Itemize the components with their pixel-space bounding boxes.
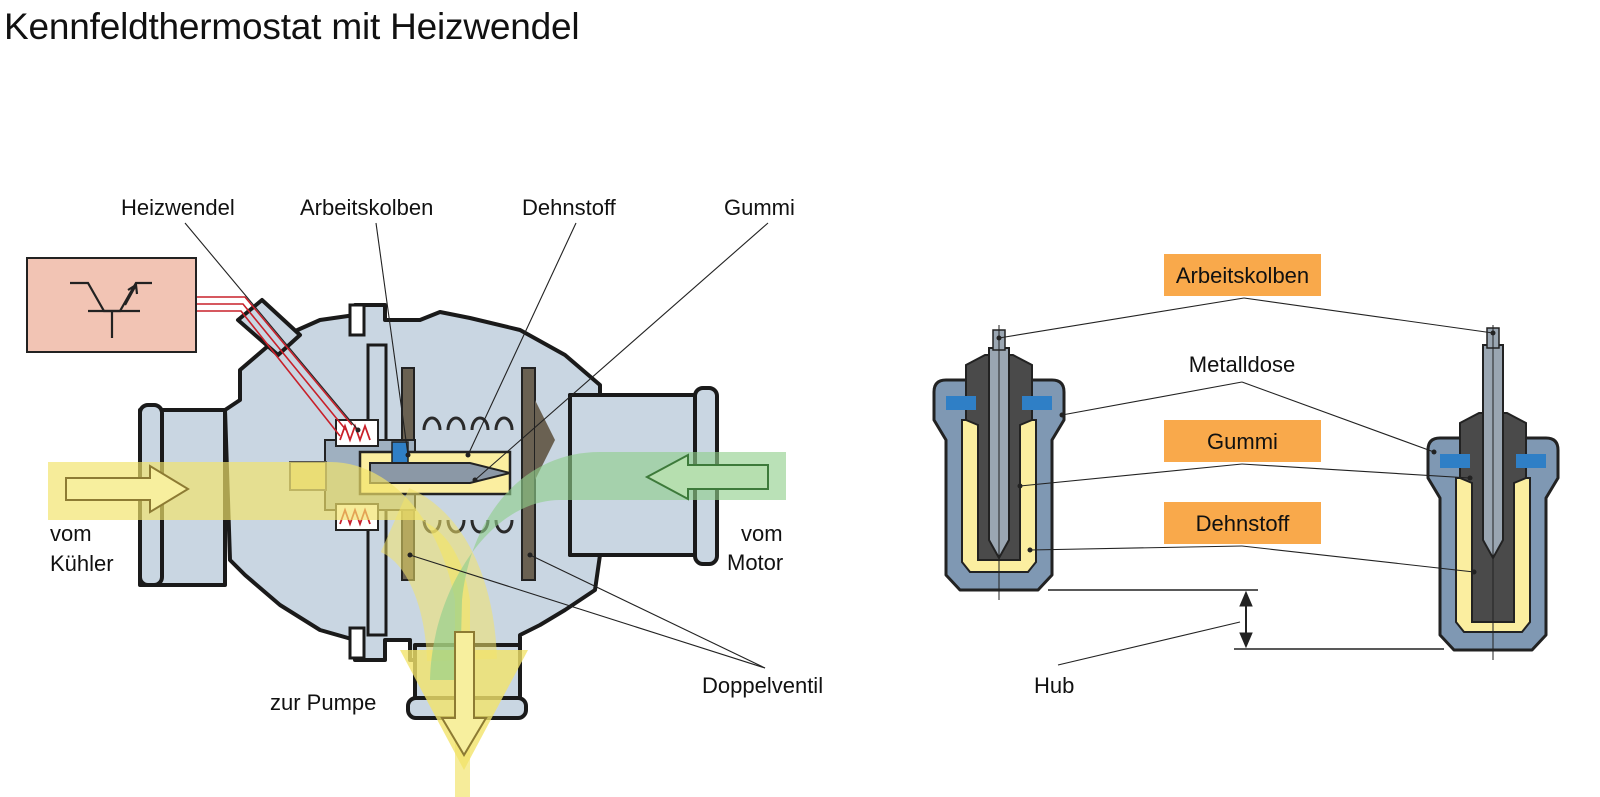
label-dehnstoff: Dehnstoff: [522, 195, 617, 220]
leader-lines-right: [998, 297, 1494, 666]
heater-wires: [196, 296, 353, 437]
arrow-left-icon: [644, 453, 769, 501]
label-heizwendel: Heizwendel: [121, 195, 235, 220]
flow-from-engine: [430, 452, 786, 680]
label-vom-motor-line2: Motor: [727, 550, 783, 575]
tag-arbeitskolben: Arbeitskolben: [1164, 254, 1321, 296]
label-tag-gummi: Gummi: [1207, 429, 1278, 454]
thermo-element-retracted: [932, 325, 1066, 600]
label-hub: Hub: [1034, 673, 1074, 698]
control-box: [26, 257, 197, 353]
transistor-symbol-icon: [70, 281, 152, 338]
label-tag-arbeitskolben: Arbeitskolben: [1176, 263, 1309, 288]
label-arbeitskolben: Arbeitskolben: [300, 195, 433, 220]
page-title: Kennfeldthermostat mit Heizwendel: [4, 6, 580, 47]
dimension-arrow-icon: [1048, 589, 1444, 650]
label-vom-kuehler-line1: vom: [50, 521, 92, 546]
label-tag-dehnstoff: Dehnstoff: [1196, 511, 1291, 536]
tag-dehnstoff: Dehnstoff: [1164, 502, 1321, 544]
label-vom-motor-line1: vom: [741, 521, 783, 546]
thermo-element-extended: [1426, 325, 1560, 660]
label-doppelventil: Doppelventil: [702, 673, 823, 698]
label-metalldose: Metalldose: [1189, 352, 1295, 377]
label-zur-pumpe: zur Pumpe: [270, 690, 376, 715]
leader-dots: [355, 330, 1496, 575]
label-vom-kuehler-line2: Kühler: [50, 551, 114, 576]
arrow-down-icon: [440, 631, 488, 757]
arrow-right-icon: [65, 464, 190, 514]
leader-lines-left: [184, 222, 769, 669]
tag-gummi: Gummi: [1164, 420, 1321, 462]
label-gummi: Gummi: [724, 195, 795, 220]
